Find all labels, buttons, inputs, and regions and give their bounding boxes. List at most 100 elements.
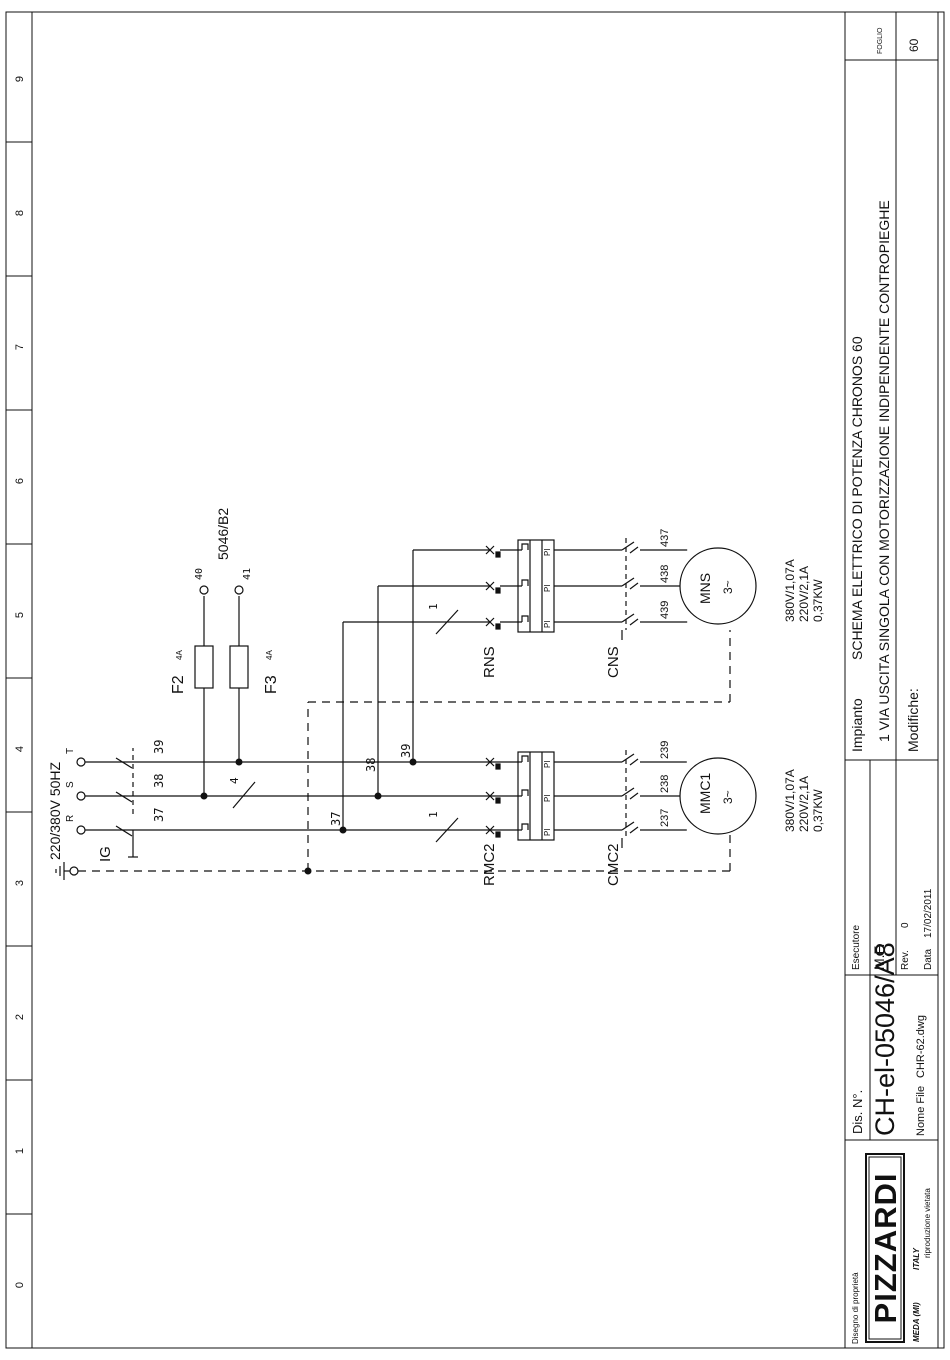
mmc1-terminal-238: 238 [659, 775, 671, 793]
wire-count-1a: 1 [427, 811, 440, 818]
wire-39-label: 39 [152, 740, 166, 754]
property-label: Disegno di proprietà [851, 1272, 860, 1344]
mns-heater [521, 543, 529, 550]
mmc1-heater [521, 823, 529, 830]
mmc1-contactor-contact [621, 821, 635, 831]
mmc1-contact-mark [485, 825, 495, 835]
mmc1-relay-cell-label: PI [543, 828, 552, 836]
terminal-41-label: 41 [242, 568, 253, 580]
mns-contactor-contact [621, 541, 635, 551]
mmc1-relay-label: RMC2 [481, 843, 498, 886]
mns-motor-name: MNS [697, 573, 713, 604]
mns-contactor-contact [621, 577, 635, 587]
foglio-label: FOGLIO [877, 27, 884, 54]
wire-37-label: 37 [152, 808, 166, 822]
mns-contactor-tick [629, 546, 639, 554]
grid-number-2: 2 [14, 1014, 26, 1020]
brand-logo-text: PIZZARDI [868, 1173, 903, 1324]
supply-voltage-label: 220/380V 50HZ [47, 761, 63, 860]
mns-contact-mark [485, 581, 495, 591]
grid-number-1: 1 [14, 1148, 26, 1154]
tap-37-label: 37 [329, 812, 343, 826]
rev-label: Rev. [900, 950, 911, 970]
mns-terminal-439: 439 [659, 601, 671, 619]
modifiche-label: Modifiche: [905, 688, 921, 752]
mmc1-terminal-239: 239 [659, 741, 671, 759]
mns-terminal-437: 437 [659, 529, 671, 547]
mns-relay-cell-label: PI [543, 620, 552, 628]
mns-terminal-438: 438 [659, 565, 671, 583]
esecutore-label: Esecutore [851, 925, 862, 970]
tap-38-label: 38 [364, 758, 378, 772]
mns-heater [521, 579, 529, 586]
grid-number-6: 6 [14, 478, 26, 484]
phase-r-label: R [65, 815, 76, 822]
mmc1-contact-mark [485, 757, 495, 767]
title-line-1: SCHEMA ELETTRICO DI POTENZA CHRONOS 60 [849, 336, 865, 660]
mmc1-heater [521, 789, 529, 796]
wire-count-1b: 1 [427, 603, 440, 610]
tap-39-label: 39 [399, 744, 413, 758]
mmc1-contact-nub [495, 831, 501, 838]
drawing-frame [31, 11, 939, 1349]
switch-ig-label: IG [97, 846, 114, 862]
mmc1-contactor-tick [629, 826, 639, 834]
mmc1-contact-nub [495, 797, 501, 804]
reproduction-label: riproduzione vietata [923, 1188, 932, 1258]
fuse-f3-rating: 4A [265, 650, 274, 660]
grid-number-4: 4 [14, 746, 26, 752]
grid-number-3: 3 [14, 880, 26, 886]
mns-motor-symbol: 3~ [721, 580, 735, 594]
mmc1-contact-mark [485, 791, 495, 801]
mns-motor-spec: 220V/2,1A [797, 566, 811, 622]
mns-contact-nub [495, 623, 501, 630]
esecutore-value: M.F. [871, 944, 887, 970]
mns-contact-nub [495, 587, 501, 594]
grid-number-5: 5 [14, 612, 26, 618]
phase-t-label: T [65, 748, 76, 754]
mns-heater [521, 615, 529, 622]
date-label: Data [923, 948, 934, 970]
mns-contactor-tick [629, 582, 639, 590]
mns-contactor-contact [621, 613, 635, 623]
mmc1-relay-cell-label: PI [543, 794, 552, 802]
mns-relay-cell-label: PI [543, 584, 552, 592]
title-line-2: 1 VIA USCITA SINGOLA CON MOTORIZZAZIONE … [876, 200, 892, 742]
mns-contactor-label: CNS [605, 646, 622, 678]
wire-count-4: 4 [228, 777, 241, 784]
mmc1-heater [521, 755, 529, 762]
mmc1-terminal-237: 237 [659, 809, 671, 827]
outer-border [5, 11, 945, 1349]
grid-number-0: 0 [14, 1282, 26, 1288]
fuse-f3-name: F3 [263, 675, 280, 694]
mmc1-motor-spec: 220V/2,1A [797, 776, 811, 832]
wire-38-label: 38 [152, 774, 166, 788]
mmc1-contact-nub [495, 763, 501, 770]
pizzardi-logo: PIZZARDI [865, 1153, 905, 1343]
mns-contact-mark [485, 545, 495, 555]
mns-motor-circle [679, 547, 757, 625]
mns-contact-mark [485, 617, 495, 627]
date-value: 17/02/2011 [923, 888, 934, 938]
sheet-number: 60 [907, 38, 921, 52]
mns-relay-label: RNS [481, 646, 498, 678]
mmc1-contactor-label: CMC2 [605, 843, 622, 886]
impianto-label: Impianto [849, 698, 865, 752]
mmc1-contactor-contact [621, 753, 635, 763]
mns-contactor-tick [629, 618, 639, 626]
rev-value: 0 [900, 922, 911, 928]
mmc1-motor-spec: 380V/1,07A [783, 769, 797, 832]
mmc1-contactor-contact [621, 787, 635, 797]
fuse-f2-name: F2 [170, 675, 187, 694]
mns-motor-spec: 0,37KW [811, 579, 825, 622]
mmc1-contactor-tick [629, 758, 639, 766]
terminal-40-label: 40 [194, 568, 205, 580]
file-name: CHR-62.dwg [915, 1015, 927, 1078]
location-label: MEDA (MI) [912, 1302, 921, 1342]
mns-relay-cell-label: PI [543, 548, 552, 556]
mmc1-contactor-tick [629, 792, 639, 800]
file-label: Nome File [915, 1086, 927, 1136]
mmc1-motor-symbol: 3~ [721, 790, 735, 804]
fuse-f2-rating: 4A [175, 650, 184, 660]
